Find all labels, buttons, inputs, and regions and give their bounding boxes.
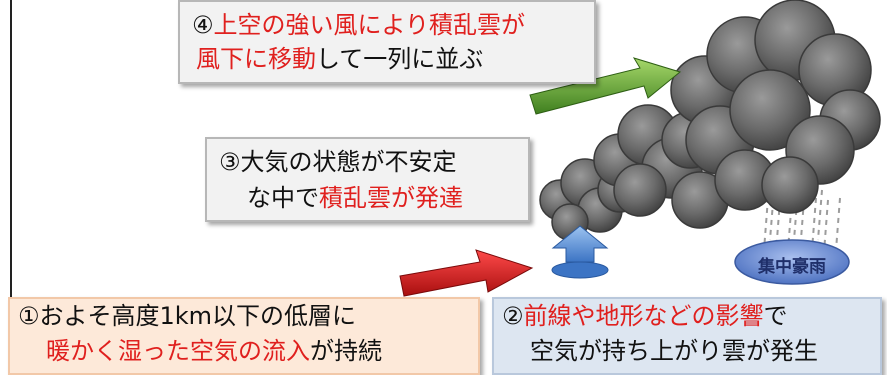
box4-line-2: 風下に移動して一列に並ぶ <box>196 44 483 74</box>
box4-line-1: ④上空の強い風により積乱雲が <box>192 10 525 40</box>
text-box-2: ②前線や地形などの影響で 空気が持ち上がり雲が発生 <box>492 297 882 375</box>
box3-line2-red: 積乱雲が発達 <box>319 184 463 212</box>
box4-line2-red: 風下に移動 <box>196 45 316 73</box>
box1-line2-red: 暖かく湿った空気の流入 <box>46 337 310 365</box>
box1-line-1: ①およそ高度1km以下の低層に <box>18 302 357 330</box>
box3-line-2: な中で積乱雲が発達 <box>247 183 463 213</box>
inflow-arrow <box>399 249 534 297</box>
box2-line1-prefix: ② <box>502 302 524 330</box>
updraft-base <box>551 261 609 279</box>
text-box-1: ①およそ高度1km以下の低層に 暖かく湿った空気の流入が持続 <box>8 297 480 375</box>
box2-line-2: 空気が持ち上がり雲が発生 <box>530 337 818 365</box>
box4-line1-red: 上空の強い風により積乱雲が <box>213 11 526 39</box>
box3-line-1: ③大気の状態が不安定 <box>219 148 457 176</box>
rain-label: 集中豪雨 <box>758 257 826 277</box>
left-border-line <box>10 0 12 300</box>
box2-line1-red: 前線や地形などの影響 <box>523 302 764 330</box>
box3-line2-prefix: な中で <box>247 184 319 212</box>
text-box-4: ④上空の強い風により積乱雲が 風下に移動して一列に並ぶ <box>178 0 596 84</box>
cloud-medium <box>593 104 729 229</box>
updraft-arrow <box>551 225 609 263</box>
box1-line2-suffix: が持続 <box>310 337 382 365</box>
box4-line2-suffix: して一列に並ぶ <box>316 45 484 73</box>
box4-line1-prefix: ④ <box>192 11 214 39</box>
box1-line-2: 暖かく湿った空気の流入が持続 <box>46 336 382 366</box>
text-box-3: ③大気の状態が不安定 な中で積乱雲が発達 <box>205 137 530 222</box>
wind-arrow <box>529 57 682 115</box>
box2-line1-suffix: で <box>763 302 788 330</box>
box2-line-1: ②前線や地形などの影響で <box>502 301 788 331</box>
rain-area-ellipse <box>734 239 850 285</box>
cloud-large <box>670 0 881 214</box>
